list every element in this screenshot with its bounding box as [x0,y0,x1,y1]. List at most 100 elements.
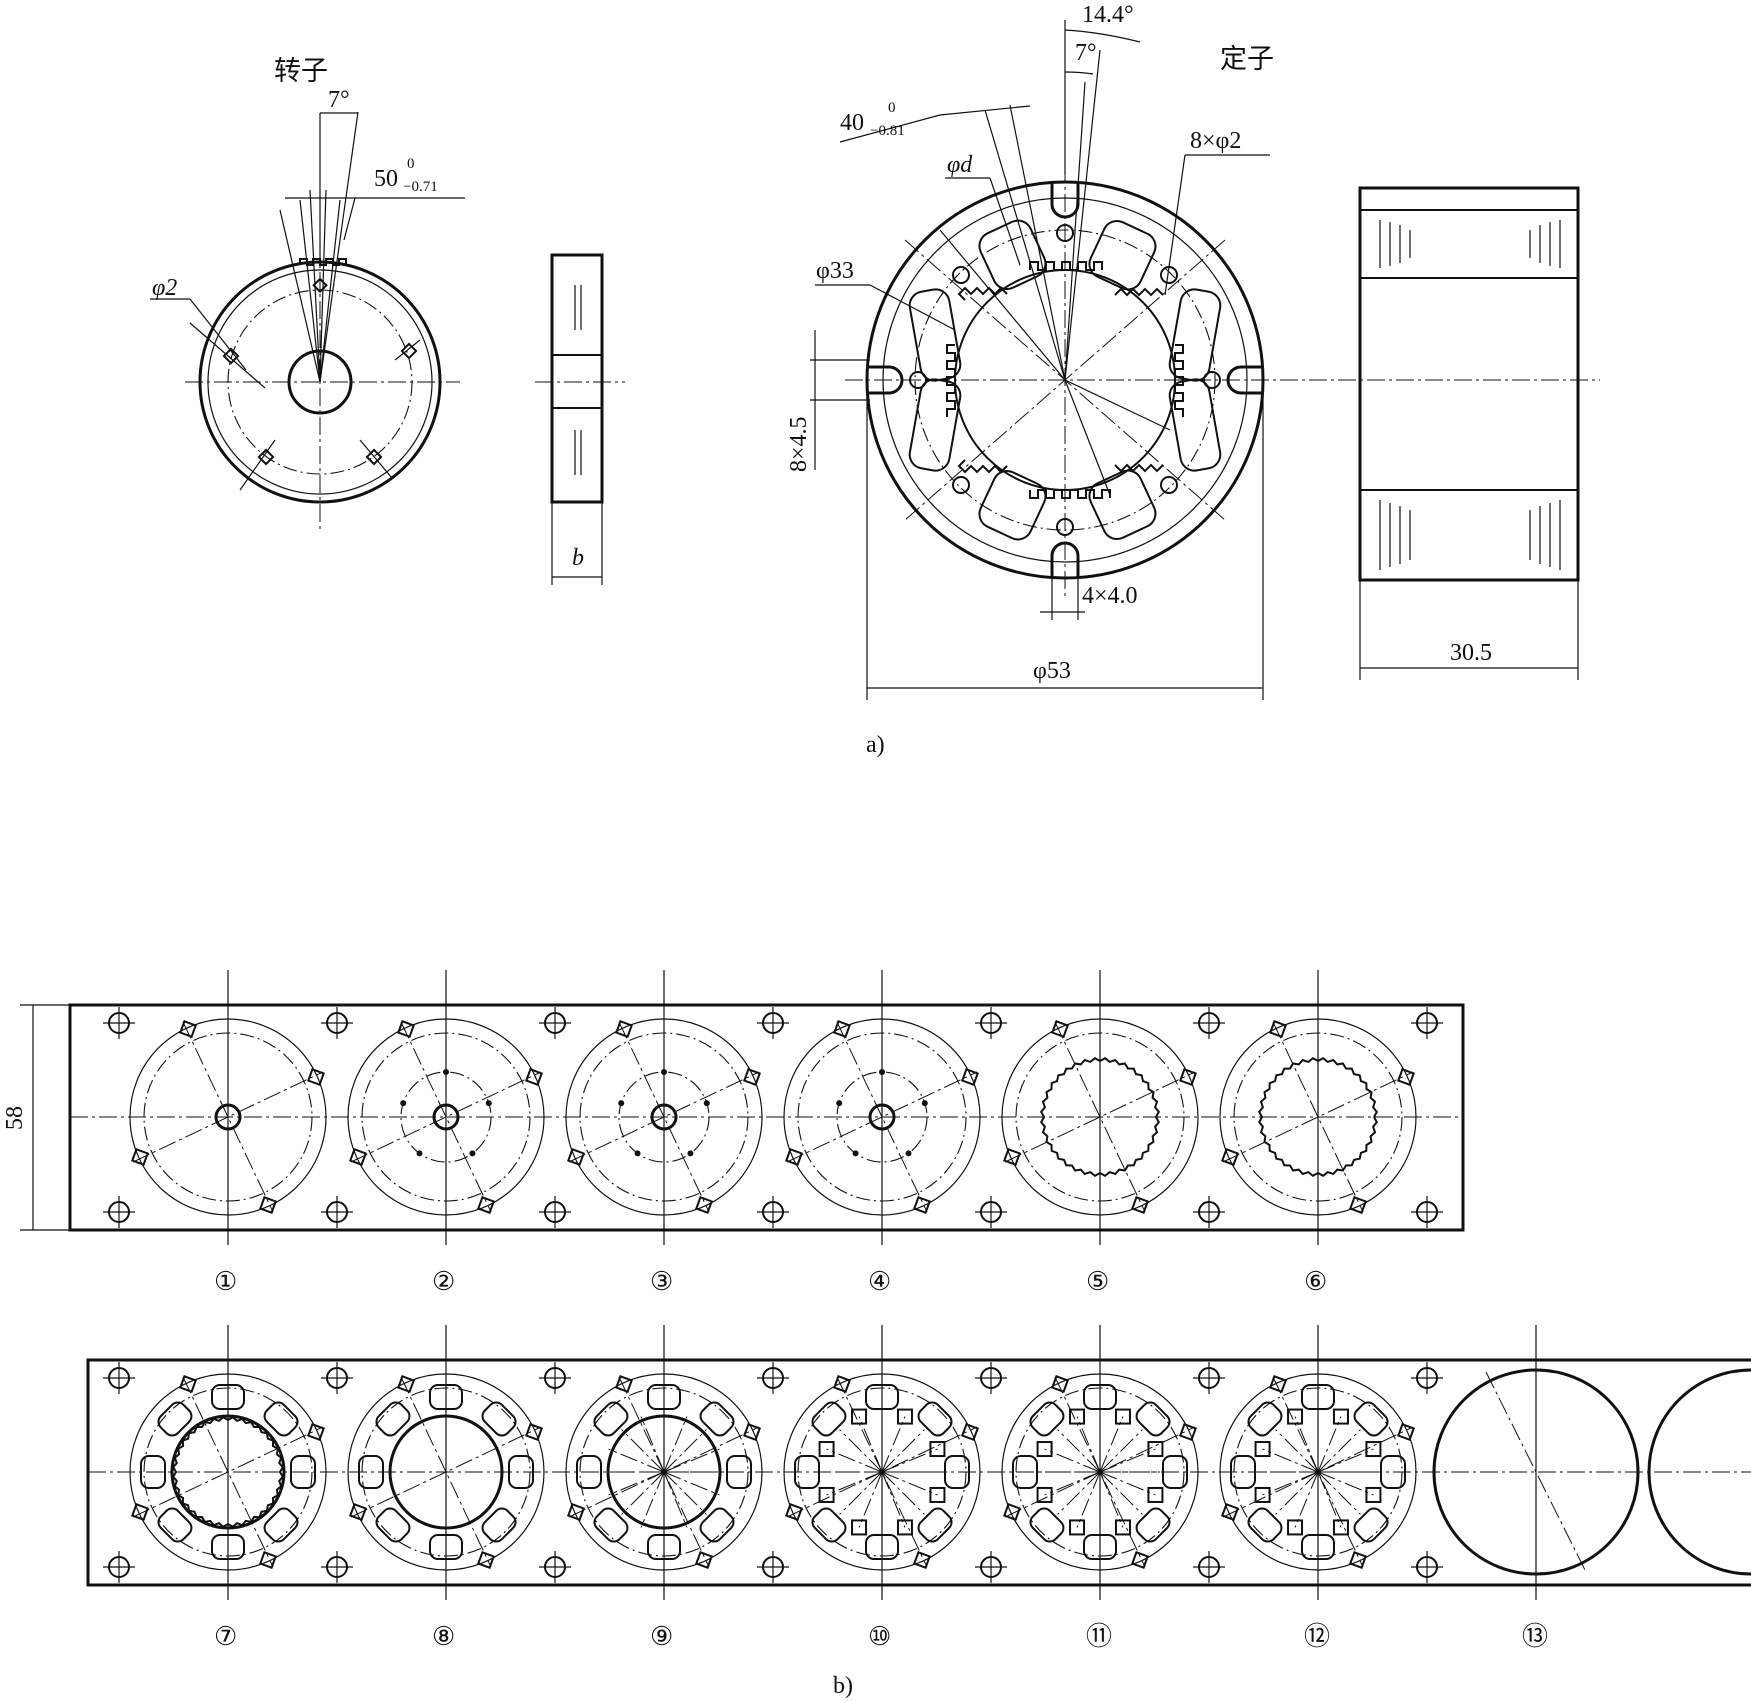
stator-slot [375,1401,411,1437]
radial-line [663,1448,720,1473]
stator-diameter-inner: φ33 [816,258,854,284]
pole-tooth [929,1441,946,1458]
rivet-point [307,1068,325,1086]
stator-notch-slots: 8×4.5 [786,416,812,472]
station-9: ⑨ [565,1325,763,1651]
station-outline [347,1373,545,1571]
radial-line [826,1471,883,1496]
station-diagonal [132,1071,324,1163]
station-diagonal [1222,1071,1414,1163]
stator-tooth-dim-lower: −0.81 [870,123,905,139]
stator-angle-outer: 14.4° [1082,2,1134,28]
station-label-5: ⑤ [1086,1267,1109,1296]
radial-line [1275,1429,1319,1473]
radial-line [1099,1471,1143,1515]
station-pitch-circle [143,1032,313,1202]
rotor-tooth-dim-lower: −0.71 [403,179,438,195]
station-label-12: ⑫ [1304,1622,1330,1651]
pole-tooth [1287,1408,1304,1425]
stator-slot [699,1401,735,1437]
rivet-point [477,1551,495,1569]
radial-line [839,1471,883,1515]
stator-slot [1380,1455,1406,1489]
pole-tooth [896,1519,913,1536]
radial-line [621,1471,665,1515]
rivet-point [1051,1375,1069,1393]
station-outline [783,1373,981,1571]
station-8: ⑧ [347,1325,545,1651]
stator-slot [1353,1507,1389,1543]
rivet-point [615,1375,633,1393]
blank-axis [1485,1371,1587,1573]
next-blank-outline [1647,1368,1751,1576]
shaft-hole [432,1103,460,1131]
pole-tooth [1114,1519,1131,1536]
stator-slot [481,1401,517,1437]
station-diagonal [1054,1021,1146,1213]
radial-line [839,1429,883,1473]
rivet-dot [836,1100,843,1107]
stator-slot [263,1401,299,1437]
station-12: ⑫ [1219,1325,1417,1651]
radial-line [1317,1471,1361,1515]
stator-slot [576,1455,602,1489]
station-pitch-circle [579,1387,749,1557]
station-diagonal [350,1071,542,1163]
radial-line [1099,1471,1156,1496]
station-13: ⑬ [1432,1325,1751,1651]
stator-slot [917,1507,953,1543]
station-pitch-circle [143,1387,313,1557]
radial-line [1294,1416,1319,1473]
station-outline [783,1018,981,1216]
station-label-3: ③ [650,1267,673,1296]
station-1: ① [129,970,327,1296]
station-4: ④ [783,970,981,1296]
stator-tooth-dim-nominal: 40 [840,110,864,136]
station-pitch-circle [361,1387,531,1557]
radial-line [881,1471,925,1515]
rotor-teeth-profile [1258,1057,1378,1177]
station-outline [129,1373,327,1571]
station-label-2: ② [432,1267,455,1296]
station-label-6: ⑥ [1304,1267,1327,1296]
stator-slot [1135,1507,1171,1543]
station-diagonal [182,1021,274,1213]
rivet-point [567,1503,585,1521]
stator-slot [375,1507,411,1543]
station-label-13: ⑬ [1522,1622,1548,1651]
rivet-point [1397,1423,1415,1441]
stator-slot [811,1401,847,1437]
rivet-point [833,1020,851,1038]
radial-line [663,1429,707,1473]
rotor-label: 转子 [274,56,328,87]
radial-line [1076,1471,1101,1528]
stator-slot [865,1534,899,1560]
stator-slot [290,1455,316,1489]
pole-tooth [1254,1441,1271,1458]
rivet-point [1179,1068,1197,1086]
strip-width-dimension [20,1004,70,1231]
station-outline [565,1373,763,1571]
stator-tooth-dim-upper: 0 [888,100,896,116]
radial-line [608,1471,665,1496]
rivet-point [1269,1020,1287,1038]
strip-row-1 [68,1003,1465,1232]
rivet-point [1349,1551,1367,1569]
station-diagonal [618,1376,710,1568]
radial-line [1294,1471,1319,1528]
rivet-dot [687,1150,694,1157]
rotor-hole-label: φ2 [152,275,177,301]
caption-b: b) [833,1673,853,1699]
radial-line [1076,1416,1101,1473]
radial-line [663,1471,720,1496]
station-2: ② [347,970,545,1296]
rotor-side-view [535,253,625,585]
rivet-dot [879,1069,885,1075]
pole-tooth [1287,1519,1304,1536]
station-diagonal [400,1376,492,1568]
station-diagonal [182,1376,274,1568]
rivet-point [1349,1196,1367,1214]
strip-row-2 [86,1358,1751,1587]
station-pitch-circle [579,1032,749,1202]
